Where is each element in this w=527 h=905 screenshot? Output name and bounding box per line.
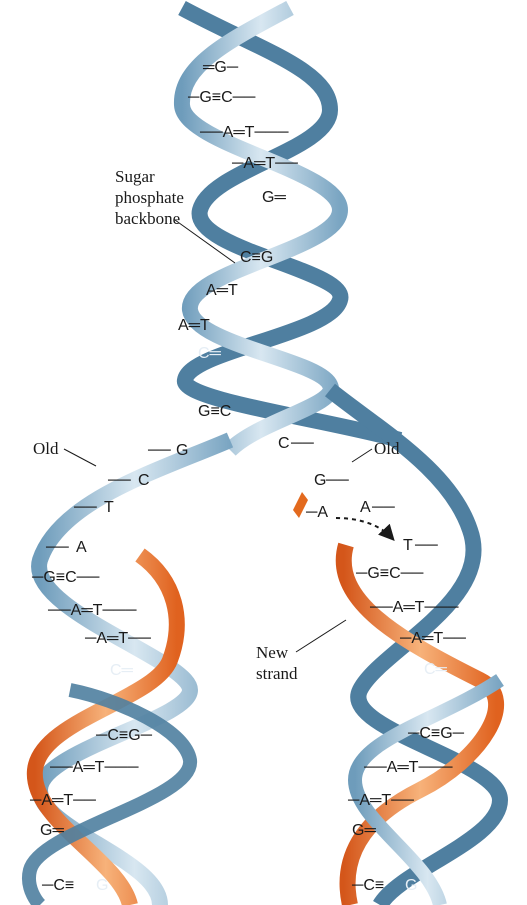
left-fork-base-4: A	[76, 539, 87, 556]
left-pair-5: ─C≡G─	[95, 727, 153, 744]
left-fork-dash-2: ──	[107, 472, 131, 489]
right-pair-3: ─A═T──	[399, 630, 466, 647]
right-pair-9b: G	[405, 877, 417, 894]
free-nucleotide-label: ─A	[305, 504, 328, 521]
right-fork-base-4: T	[403, 537, 413, 554]
backbone-label-line3: backbone	[115, 209, 180, 228]
new-strand-leader-line	[296, 620, 346, 652]
incoming-nucleotide-arrow	[336, 518, 392, 538]
right-pair-4: C═	[424, 661, 448, 678]
pair-top-3: ──A═T───	[199, 124, 289, 141]
right-pair-6: ──A═T───	[363, 759, 453, 776]
right-pair-5: ─C≡G─	[407, 725, 465, 742]
left-pair-2: ──A═T───	[47, 602, 137, 619]
left-fork-base-2: C	[138, 472, 150, 489]
left-fork-base-3: T	[104, 499, 114, 516]
left-fork-base-1: G	[176, 442, 188, 459]
right-fork-base-3: A	[360, 499, 371, 516]
new-strand-label-line2: strand	[256, 664, 298, 683]
left-pair-9: ─C≡	[41, 877, 74, 894]
left-pair-6: ──A═T───	[49, 759, 139, 776]
right-pair-9: ─C≡	[351, 877, 384, 894]
left-pair-8: G═	[40, 822, 64, 839]
new-strand-label-line1: New	[256, 643, 289, 662]
pair-top-2: ─G≡C──	[187, 89, 256, 106]
left-fork-dash-4: ──	[45, 539, 69, 556]
pair-mid-3: A═T	[178, 317, 210, 334]
backbone-label-line1: Sugar	[115, 167, 155, 186]
right-pair-7: ─A═T──	[347, 792, 414, 809]
old-right-label: Old	[374, 439, 400, 458]
left-fork-dash-3: ──	[73, 499, 97, 516]
left-pair-1: ─G≡C──	[31, 569, 100, 586]
old-right-leader-line	[352, 449, 372, 462]
right-pair-8: G═	[352, 822, 376, 839]
pair-mid-1: C≡G	[240, 249, 273, 266]
pair-top-4: ─A═T──	[231, 155, 298, 172]
right-fork-dash-2: ──	[325, 472, 349, 489]
right-daughter-helix: C ── G ── A ── ─A T ── ─G≡C── ──A═T─── ─…	[278, 390, 500, 905]
right-fork-base-1: C	[278, 435, 290, 452]
right-pair-1: ─G≡C──	[355, 565, 424, 582]
pair-top-1: ═G─	[202, 59, 239, 76]
left-pair-7: ─A═T──	[29, 792, 96, 809]
pair-fork: G≡C	[198, 403, 231, 420]
right-fork-dash-4: ──	[414, 537, 438, 554]
right-fork-dash-3: ──	[371, 499, 395, 516]
left-fork-base-g: ──	[147, 442, 171, 459]
right-fork-base-2: G	[314, 472, 326, 489]
old-left-leader-line	[64, 449, 96, 466]
right-fork-dash-1: ──	[290, 435, 314, 452]
pair-mid-4: C═	[198, 345, 222, 362]
backbone-label-line2: phosphate	[115, 188, 184, 207]
old-left-label: Old	[33, 439, 59, 458]
left-pair-3: ─A═T──	[84, 630, 151, 647]
right-pair-2: ──A═T───	[369, 599, 459, 616]
pair-mid-2: A═T	[206, 282, 238, 299]
left-daughter-helix: ── G ── C ── T ── A ─G≡C── ──A═T─── ─A═T…	[29, 440, 230, 905]
left-pair-4: C═	[110, 662, 134, 679]
pair-top-5: G═	[262, 189, 286, 206]
parent-helix: ═G─ ─G≡C── ──A═T─── ─A═T── G═ C≡G A═T A═…	[178, 8, 400, 450]
left-pair-9b: G	[96, 877, 108, 894]
